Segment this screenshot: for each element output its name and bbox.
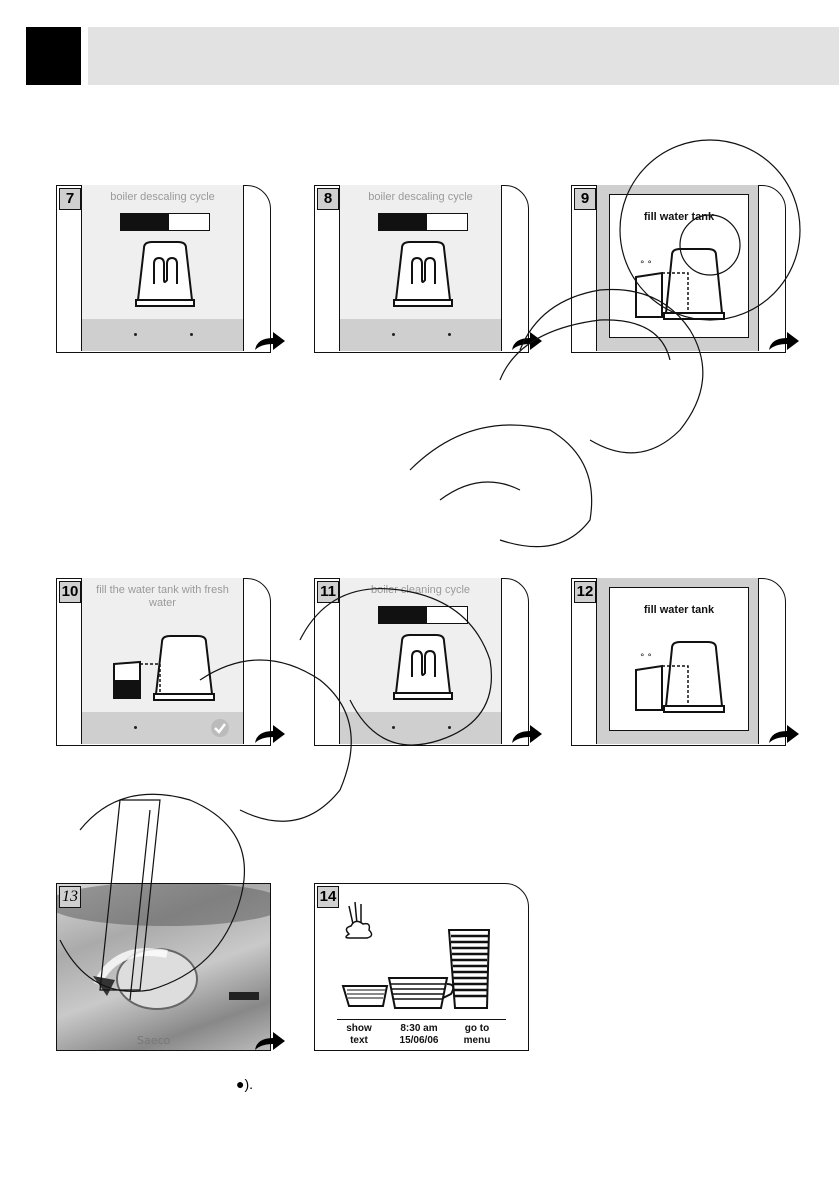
section-marker (26, 27, 81, 85)
panel-title: fill water tank (643, 604, 715, 616)
screen-title: boiler descaling cycle (368, 191, 473, 203)
step-12-frame: fill water tank ° ° 12 (571, 578, 786, 746)
step-9-frame: fill water tank ° ° 9 (571, 185, 786, 353)
dot (448, 726, 451, 729)
step-number: 13 (59, 886, 81, 908)
next-arrow-icon (255, 725, 285, 743)
step-14-frame: show text 8:30 am 15/06/06 go to menu 14 (314, 883, 529, 1051)
dot (190, 333, 193, 336)
boiler-icon (393, 634, 453, 700)
next-arrow-icon (255, 1032, 285, 1050)
footnote: ●). (236, 1076, 254, 1092)
step-number: 14 (317, 886, 339, 908)
step-number: 10 (59, 581, 81, 603)
dot (134, 726, 137, 729)
boiler-icon (393, 241, 453, 307)
screen-title: boiler cleaning cycle (370, 584, 471, 596)
next-arrow-icon (255, 332, 285, 350)
status-bar: show text 8:30 am 15/06/06 go to menu (337, 1019, 506, 1050)
step-number: 11 (317, 581, 339, 603)
next-arrow-icon (769, 725, 799, 743)
svg-text:° °: ° ° (640, 653, 652, 663)
progress-bar (378, 606, 468, 624)
step-11-frame: boiler cleaning cycle 11 (314, 578, 529, 746)
next-arrow-icon (769, 332, 799, 350)
dot (392, 333, 395, 336)
step-number: 7 (59, 188, 81, 210)
step-number: 8 (317, 188, 339, 210)
time-date-label: 8:30 am 15/06/06 (399, 1023, 439, 1046)
next-arrow-icon (512, 332, 542, 350)
step-13-frame: Saeco 13 (56, 883, 271, 1051)
fill-tank-icon (113, 635, 215, 701)
step-number: 9 (574, 188, 596, 210)
button-bar (340, 319, 501, 351)
boiler-icon (135, 241, 195, 307)
step-10-frame: fill the water tank with fresh water 10 (56, 578, 271, 746)
cups-illustration (341, 901, 491, 1009)
show-text-label: show text (346, 1023, 372, 1046)
machine-photo: Saeco (57, 884, 270, 1050)
popup-panel: fill water tank ° ° (609, 587, 749, 731)
dot (392, 726, 395, 729)
progress-fill (121, 214, 170, 230)
brand-mark: Saeco (137, 1034, 171, 1047)
svg-text:° °: ° ° (640, 260, 652, 270)
progress-fill (379, 214, 428, 230)
screen-title: boiler descaling cycle (110, 191, 215, 203)
button-bar (82, 712, 243, 744)
dot (134, 333, 137, 336)
water-tank-icon: ° ° (635, 641, 725, 713)
go-to-menu-label: go to menu (463, 1023, 491, 1046)
step-7-frame: boiler descaling cycle 7 (56, 185, 271, 353)
dot (448, 333, 451, 336)
water-tank-icon: ° ° (635, 248, 725, 320)
step-number: 12 (574, 581, 596, 603)
button-bar (82, 319, 243, 351)
popup-panel: fill water tank ° ° (609, 194, 749, 338)
progress-fill (379, 607, 428, 623)
header-bar (88, 27, 839, 85)
panel-title: fill water tank (643, 211, 715, 223)
step-8-frame: boiler descaling cycle 8 (314, 185, 529, 353)
button-bar (340, 712, 501, 744)
screen-title: fill the water tank with fresh water (96, 584, 229, 609)
next-arrow-icon (512, 725, 542, 743)
check-icon (211, 719, 229, 737)
progress-bar (378, 213, 468, 231)
progress-bar (120, 213, 210, 231)
